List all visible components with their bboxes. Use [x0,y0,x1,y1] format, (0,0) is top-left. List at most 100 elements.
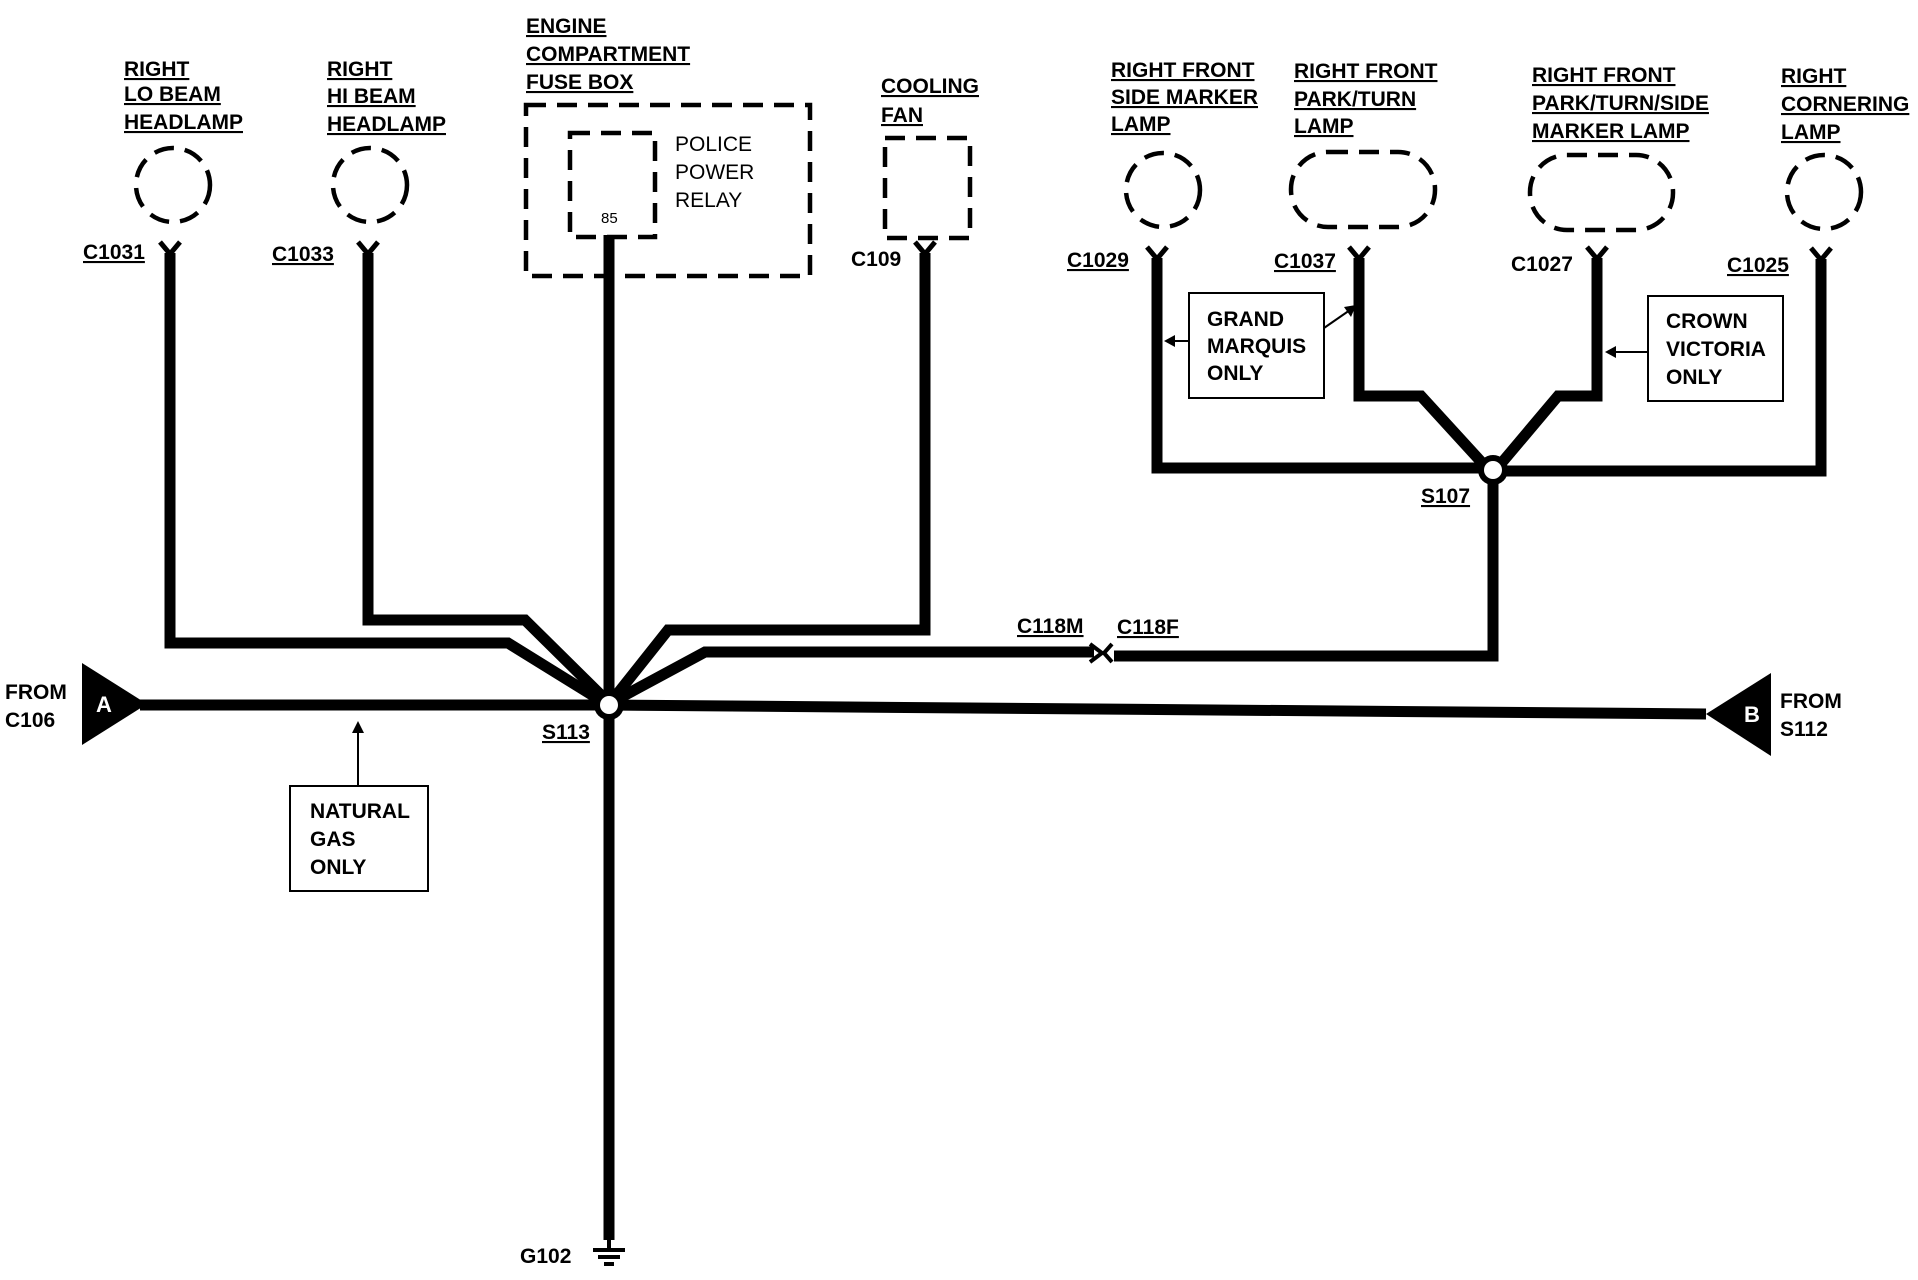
relay-pin-85: 85 [601,210,618,227]
svg-text:RIGHT: RIGHT [327,58,393,81]
park-turn-side-lamp-icon [1527,152,1676,233]
stub-c1031 [158,240,182,258]
svg-text:RIGHT FRONT: RIGHT FRONT [1532,64,1676,87]
svg-text:LAMP: LAMP [1111,113,1171,136]
svg-text:POLICE: POLICE [675,133,752,156]
side-marker-lamp-icon [1123,150,1203,230]
stub-c1033 [356,240,380,258]
triangle-b-icon [1706,673,1771,756]
ground-g102-label: G102 [520,1245,571,1268]
note-grand-marquis-line-1: GRAND [1207,308,1284,331]
wires [140,235,1827,1240]
splice-s107-center [1484,461,1502,479]
svg-text:HI BEAM: HI BEAM [327,85,416,108]
svg-text:FAN: FAN [881,104,923,127]
wire-s113-to-c118m [613,646,1094,705]
connector-c1031: C1031 [83,241,145,264]
fuse-box-title: ENGINE COMPARTMENT FUSE BOX [526,15,690,94]
from-a-label: FROM C106 [5,681,67,732]
splices [594,455,1508,720]
svg-text:RIGHT FRONT: RIGHT FRONT [1294,60,1438,83]
cornering-title: RIGHT CORNERING LAMP [1781,65,1909,144]
stub-c1029 [1145,245,1169,263]
connector-c1033: C1033 [272,243,334,266]
svg-text:COMPARTMENT: COMPARTMENT [526,43,690,66]
police-power-relay-icon [567,130,658,240]
lo-beam-headlamp-icon [133,145,213,225]
park-turn-title: RIGHT FRONT PARK/TURN LAMP [1294,60,1438,138]
svg-text:SIDE MARKER: SIDE MARKER [1111,86,1258,109]
lo-beam-title: RIGHT LO BEAM HEADLAMP [124,58,243,134]
svg-text:COOLING: COOLING [881,75,979,98]
svg-text:RIGHT: RIGHT [124,58,190,81]
stub-c109 [913,240,937,258]
stub-c1027 [1585,245,1609,263]
note-natural-gas: NATURAL GAS ONLY [289,721,429,892]
svg-text:FROM: FROM [5,681,67,704]
park-turn-side-title: RIGHT FRONT PARK/TURN/SIDE MARKER LAMP [1532,64,1709,143]
from-b-marker: B [1706,673,1771,756]
triangle-b-letter: B [1744,702,1760,727]
connector-c1029: C1029 [1067,249,1129,272]
wire-s113-to-b [605,699,1707,720]
triangle-a-letter: A [96,692,112,717]
svg-text:FUSE BOX: FUSE BOX [526,71,633,94]
splice-s113-center [600,696,618,714]
wire-park-turn-side [1494,258,1603,470]
note-crown-victoria-line-1: CROWN [1666,310,1748,333]
cornering-lamp-icon [1784,152,1864,232]
svg-text:PARK/TURN/SIDE: PARK/TURN/SIDE [1532,92,1709,115]
connector-c118m: C118M [1017,615,1084,638]
svg-text:HEADLAMP: HEADLAMP [124,111,243,134]
svg-text:C106: C106 [5,709,55,732]
triangle-a-icon [82,663,147,745]
hi-beam-title: RIGHT HI BEAM HEADLAMP [327,58,446,136]
stub-c1037 [1347,245,1371,263]
note-crown-victoria-line-3: ONLY [1666,366,1722,389]
from-a-marker: A [82,663,147,745]
svg-text:RELAY: RELAY [675,189,742,212]
component-shapes [133,102,1864,279]
stub-c1025 [1809,246,1833,264]
svg-text:RIGHT: RIGHT [1781,65,1847,88]
cooling-fan-icon [882,135,973,241]
svg-text:LO BEAM: LO BEAM [124,83,221,106]
note-crown-victoria: CROWN VICTORIA ONLY [1605,295,1784,402]
splice-s107-label: S107 [1421,485,1470,508]
ground-g102-icon [593,1238,625,1266]
side-marker-title: RIGHT FRONT SIDE MARKER LAMP [1111,59,1258,136]
fuse-box-outline [523,102,813,279]
wire-c118f-to-s107 [1114,472,1499,662]
svg-text:LAMP: LAMP [1781,121,1841,144]
svg-text:FROM: FROM [1780,690,1842,713]
wire-hi-beam [362,253,608,702]
wire-lo-beam [164,253,603,705]
note-grand-marquis-line-2: MARQUIS [1207,335,1306,358]
cooling-fan-title: COOLING FAN [881,75,979,127]
c118f-bracket-icon [1101,642,1114,664]
note-grand-marquis-line-3: ONLY [1207,362,1263,385]
relay-label: POLICE POWER RELAY 85 [601,133,754,227]
connector-labels: C1031 C1033 C109 C1029 C1037 C1027 C1025… [83,241,1789,1268]
svg-text:CORNERING: CORNERING [1781,93,1909,116]
from-b-label: FROM S112 [1780,690,1842,741]
inline-connector-c118 [1088,642,1114,664]
connector-c109: C109 [851,248,901,271]
note-natural-gas-line-3: ONLY [310,856,366,879]
wire-cornering [1499,259,1827,477]
connector-c1037: C1037 [1274,250,1336,273]
svg-text:MARKER LAMP: MARKER LAMP [1532,120,1690,143]
wire-park-turn [1353,258,1490,470]
note-crown-victoria-line-2: VICTORIA [1666,338,1766,361]
svg-text:RIGHT FRONT: RIGHT FRONT [1111,59,1255,82]
note-natural-gas-line-2: GAS [310,828,356,851]
connector-c1025: C1025 [1727,254,1789,277]
svg-text:LAMP: LAMP [1294,115,1354,138]
connector-stubs [158,240,1833,264]
svg-text:HEADLAMP: HEADLAMP [327,113,446,136]
connector-c1027: C1027 [1511,253,1573,276]
wire-cooling-fan [609,253,931,702]
hi-beam-headlamp-icon [330,145,410,225]
splice-s113-label: S113 [542,721,590,744]
